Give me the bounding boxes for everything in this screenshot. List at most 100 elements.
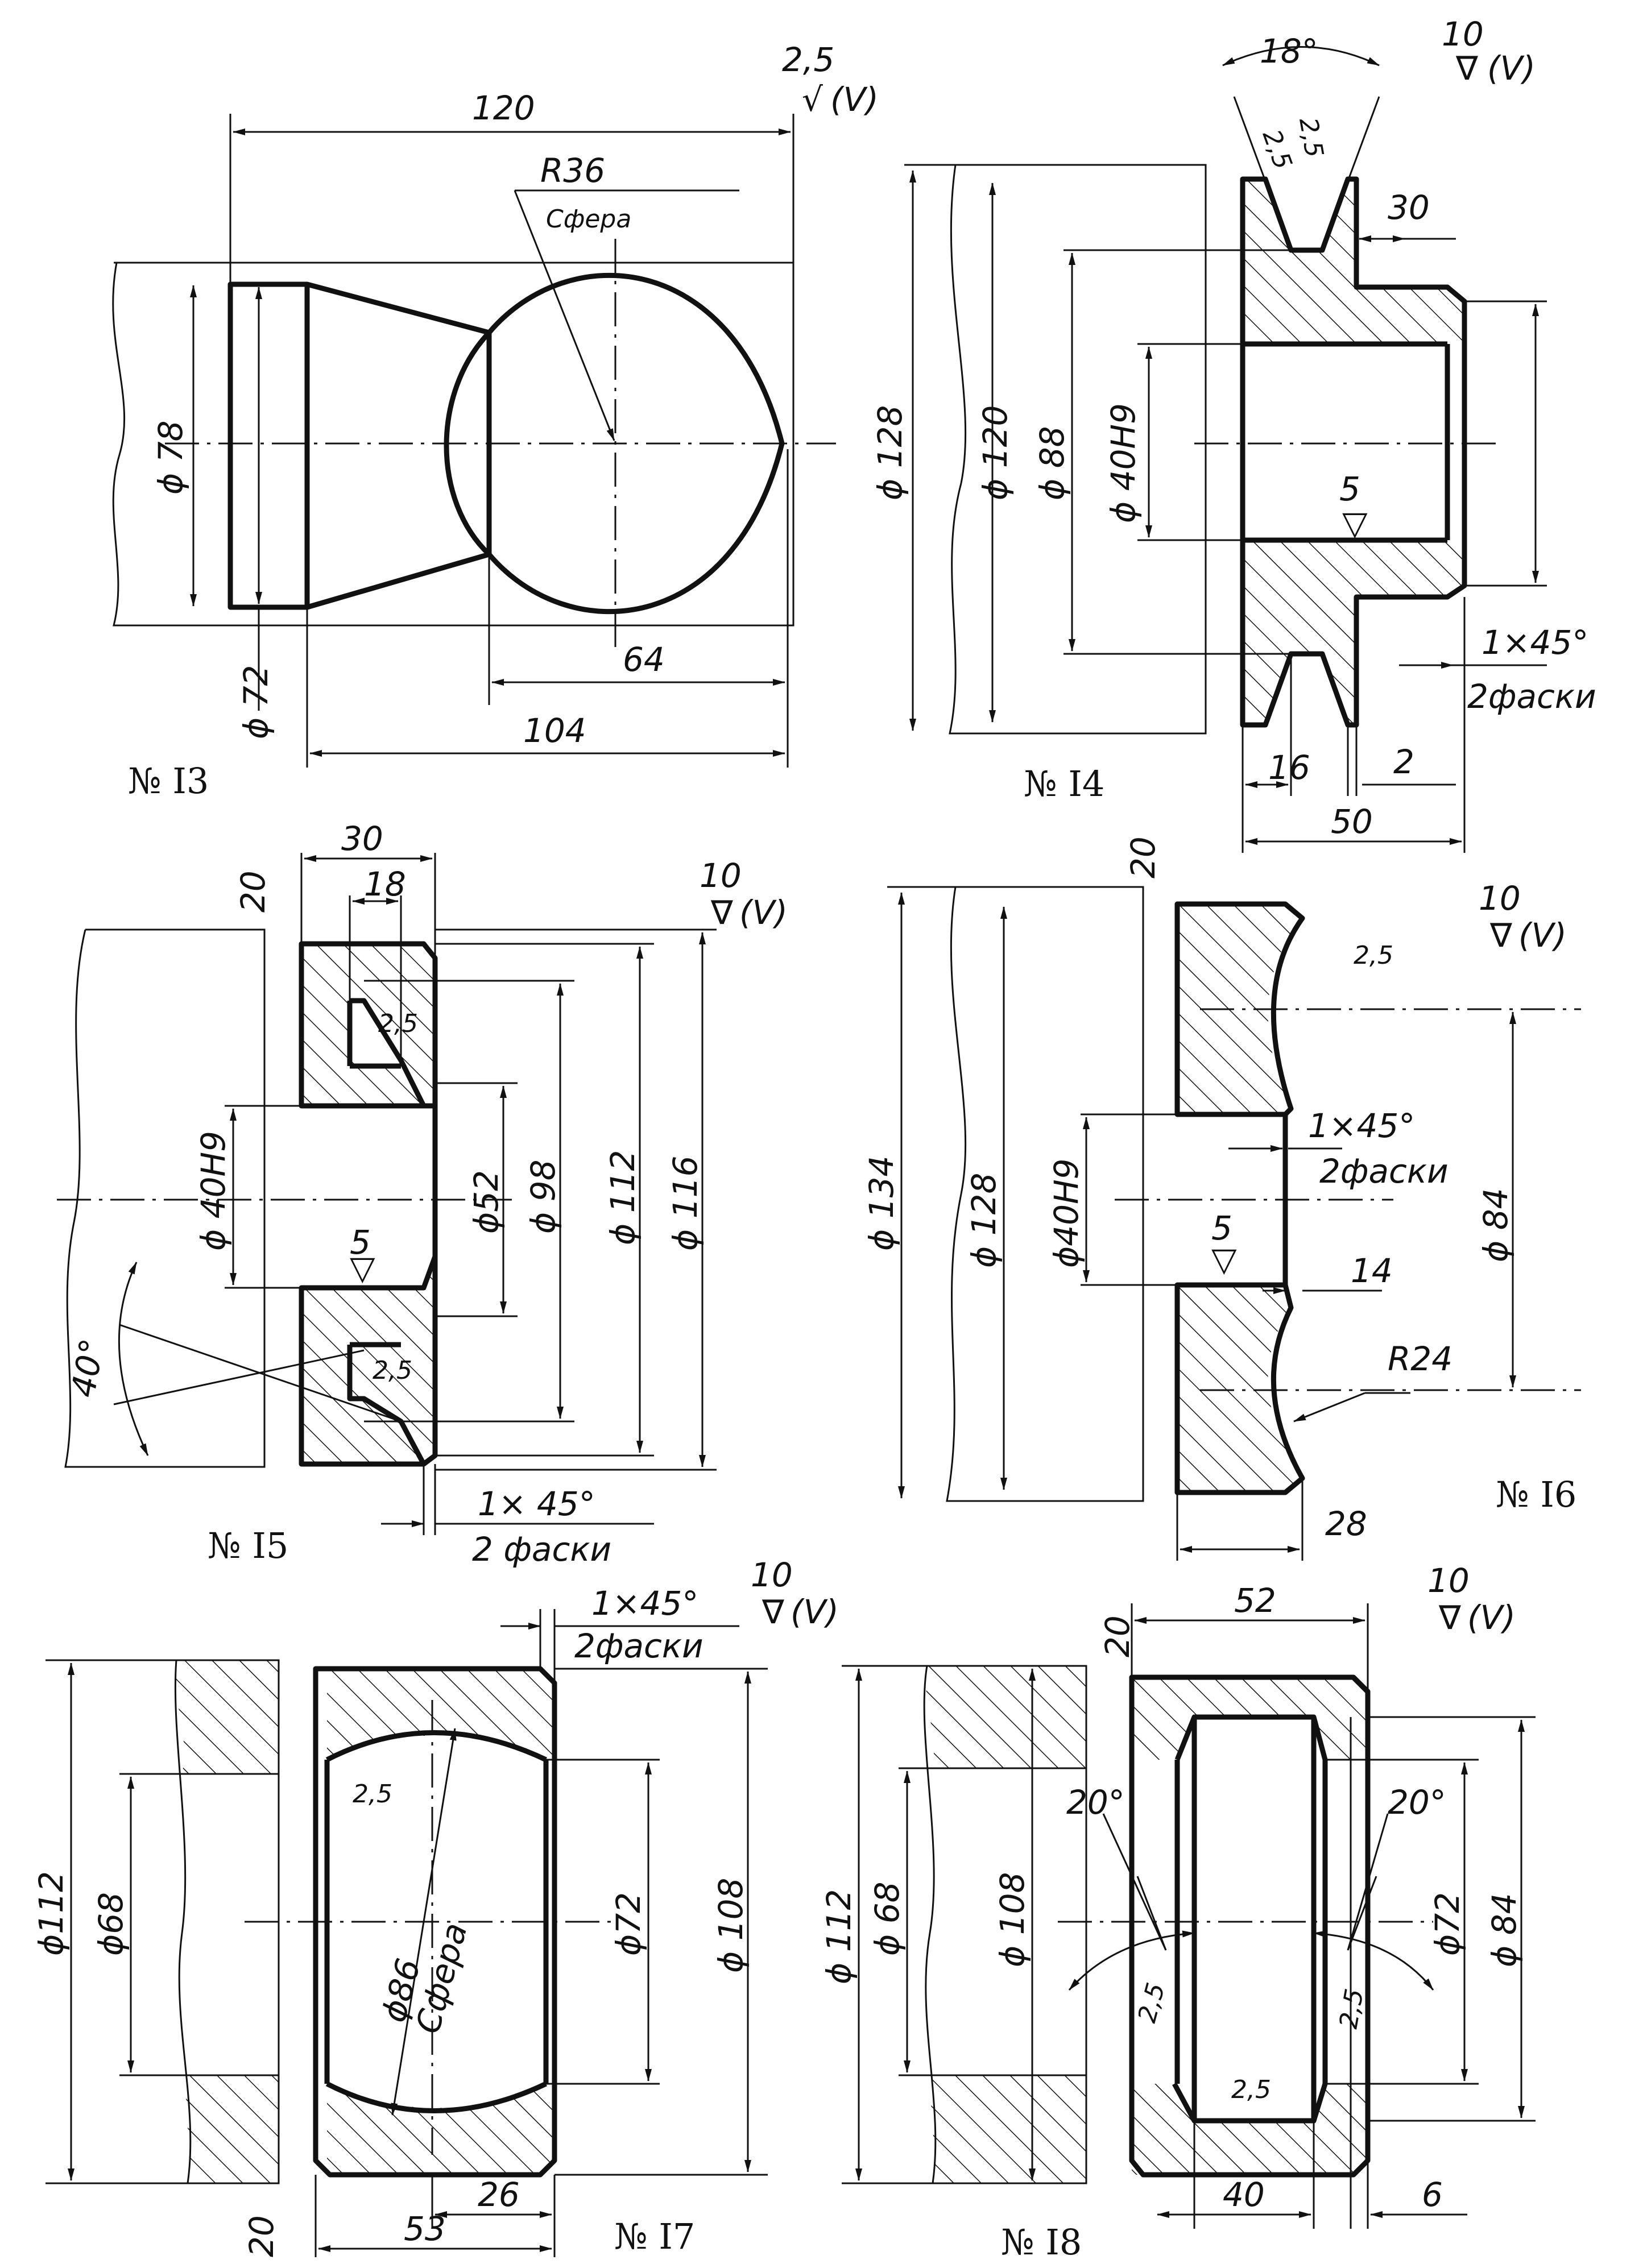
- dim-dia52-15: ϕ52: [467, 1170, 506, 1234]
- angle-18-14: 18°: [1260, 32, 1318, 71]
- surface-suffix-14: (V): [1487, 49, 1536, 88]
- stock-outline-13: [112, 262, 794, 627]
- chamfer-14: 1×45°: [1482, 623, 1588, 662]
- groove-roughness-a-14: 2,5: [1257, 126, 1298, 173]
- sphere-note-13: Сфера: [546, 205, 631, 234]
- roughness-25b-15: 2,5: [373, 1356, 412, 1385]
- dim-dia128-14: ϕ 128: [871, 405, 909, 500]
- dim-r36: R36: [540, 151, 605, 190]
- surface-mark-16: 10: [1479, 879, 1521, 918]
- dim-64: 64: [623, 640, 665, 679]
- figure-15: 30 18 2,5 2,5 5 ▽ ϕ 40H9 ϕ52 ϕ 98 ϕ 112 …: [57, 819, 788, 1569]
- dim-18-15: 18: [364, 865, 406, 903]
- dim-dia108-17: ϕ 108: [711, 1878, 750, 1973]
- dim-28-16: 28: [1325, 1504, 1367, 1543]
- dim-dia112-15: ϕ 112: [603, 1150, 642, 1245]
- roughness-tri-16: ▽: [1211, 1240, 1237, 1279]
- roughness-20-16: 20: [1124, 836, 1162, 878]
- dim-dia84-16: ϕ 84: [1476, 1188, 1515, 1263]
- chamfer-count-15: 2 фаски: [472, 1530, 611, 1569]
- surface-suffix-17: (V): [791, 1593, 839, 1631]
- dim-dia120-14: ϕ 120: [976, 405, 1015, 500]
- figure-18: ϕ 112 ϕ 68 ϕ 108 ϕ72 ϕ 84 52 20° 20° 2,5…: [820, 1561, 1536, 2263]
- dim-dia40-15: ϕ 40H9: [194, 1131, 233, 1251]
- dim-dia68-18: ϕ 68: [868, 1882, 907, 1956]
- roughness-25b-18: 2,5: [1334, 1987, 1369, 2031]
- dim-53-17: 53: [404, 2209, 446, 2248]
- radius-r24-16: R24: [1388, 1340, 1452, 1378]
- stock-outline-14: [904, 164, 1207, 735]
- ring-section-18: [1129, 1674, 1371, 2178]
- surface-mark-18-v: ∇: [1438, 1598, 1461, 1637]
- dim-14-16: 14: [1351, 1251, 1393, 1290]
- dim-dia72: ϕ 72: [237, 665, 275, 740]
- roughness-25-16: 2,5: [1354, 941, 1393, 970]
- groove-roughness-b-14: 2,5: [1293, 115, 1329, 160]
- figure-label-18: № I8: [1001, 2221, 1082, 2263]
- dim-6-18: 6: [1422, 2175, 1443, 2214]
- roughness-5-15: 5: [350, 1223, 371, 1262]
- chamfer-count-17: 2фаски: [574, 1627, 704, 1665]
- dim-2-14: 2: [1393, 743, 1414, 781]
- figure-label-14: № I4: [1024, 763, 1104, 805]
- surface-mark-18: 10: [1427, 1561, 1470, 1600]
- roughness-tri-14: ▽: [1342, 504, 1368, 542]
- dim-dia40-14: ϕ 40H9: [1104, 403, 1143, 523]
- roughness-25-17: 2,5: [353, 1780, 392, 1809]
- surface-suffix-16: (V): [1518, 916, 1567, 955]
- roughness-20-15: 20: [234, 870, 272, 913]
- figure-14: ϕ 128 ϕ 120 ϕ 88 ϕ 40H9 5 ▽ 1×45° 2фаски…: [871, 15, 1596, 853]
- roughness-25a-15: 2,5: [378, 1009, 418, 1038]
- stock-outline-15: [64, 928, 266, 1468]
- surface-mark-15-v: ∇: [710, 893, 733, 932]
- ring-section-16: [1174, 901, 1305, 1117]
- dim-dia116-15: ϕ 116: [666, 1156, 705, 1251]
- surface-mark-13: 2,5: [782, 40, 834, 79]
- dim-104: 104: [523, 711, 586, 750]
- figure-label-15: № I5: [208, 1525, 288, 1566]
- surface-mark-14-v: ∇: [1455, 49, 1478, 88]
- figure-17: ϕ112 ϕ68 ϕ86 Сфера ϕ72 ϕ 108 1×45° 2фаск…: [32, 1556, 839, 2257]
- stock-outline-18: [923, 1665, 1087, 2184]
- roughness-20-17: 20: [242, 2215, 281, 2257]
- roughness-tri-15: ▽: [350, 1249, 375, 1287]
- figure-16: ϕ 134 ϕ 128 ϕ40H9 ϕ 84 5 ▽ 1×45° 2фаски …: [862, 836, 1581, 1561]
- chamfer-count-16: 2фаски: [1319, 1152, 1449, 1191]
- dim-120: 120: [472, 89, 535, 127]
- dim-16-14: 16: [1268, 748, 1310, 787]
- chamfer-15: 1× 45°: [478, 1485, 595, 1523]
- angle-40-15: 40°: [64, 1336, 112, 1400]
- surface-mark-17-v: ∇: [762, 1593, 784, 1631]
- dim-dia134-16: ϕ 134: [862, 1156, 901, 1251]
- chamfer-16: 1×45°: [1308, 1106, 1415, 1145]
- part-profile-13: [227, 281, 492, 610]
- dim-30-15: 30: [341, 819, 383, 858]
- surface-mark-16-v: ∇: [1489, 916, 1512, 955]
- dim-dia98-15: ϕ 98: [524, 1160, 562, 1234]
- chamfer-17: 1×45°: [591, 1584, 698, 1623]
- dim-dia72-18: ϕ72: [1428, 1892, 1467, 1956]
- chamfer-count-14: 2фаски: [1467, 677, 1596, 716]
- angle-20-right-18: 20°: [1388, 1783, 1446, 1822]
- roughness-5-16: 5: [1211, 1209, 1232, 1247]
- figure-label-13: № I3: [128, 760, 209, 802]
- dim-dia108-18: ϕ 108: [993, 1872, 1032, 1967]
- surface-mark-13-v: √: [802, 80, 823, 119]
- surface-suffix-18: (V): [1467, 1598, 1516, 1637]
- figure-label-16: № I6: [1496, 1474, 1576, 1515]
- dim-26-17: 26: [478, 2175, 520, 2214]
- figure-label-17: № I7: [614, 2216, 695, 2257]
- roughness-25a-18: 2,5: [1132, 1980, 1170, 2026]
- surface-mark-14: 10: [1442, 15, 1484, 53]
- dim-dia88-14: ϕ 88: [1033, 426, 1071, 501]
- roughness-20-18: 20: [1098, 1615, 1137, 1657]
- roughness-25c-18: 2,5: [1231, 2075, 1271, 2104]
- dim-dia84-18: ϕ 84: [1485, 1893, 1524, 1968]
- ring-section-17: [313, 1666, 557, 2178]
- dim-dia128-16: ϕ 128: [965, 1173, 1003, 1268]
- dim-dia72-17: ϕ72: [609, 1892, 648, 1956]
- dim-dia112-18: ϕ 112: [820, 1889, 858, 1984]
- dim-52-18: 52: [1234, 1581, 1276, 1620]
- angle-20-left-18: 20°: [1066, 1783, 1125, 1822]
